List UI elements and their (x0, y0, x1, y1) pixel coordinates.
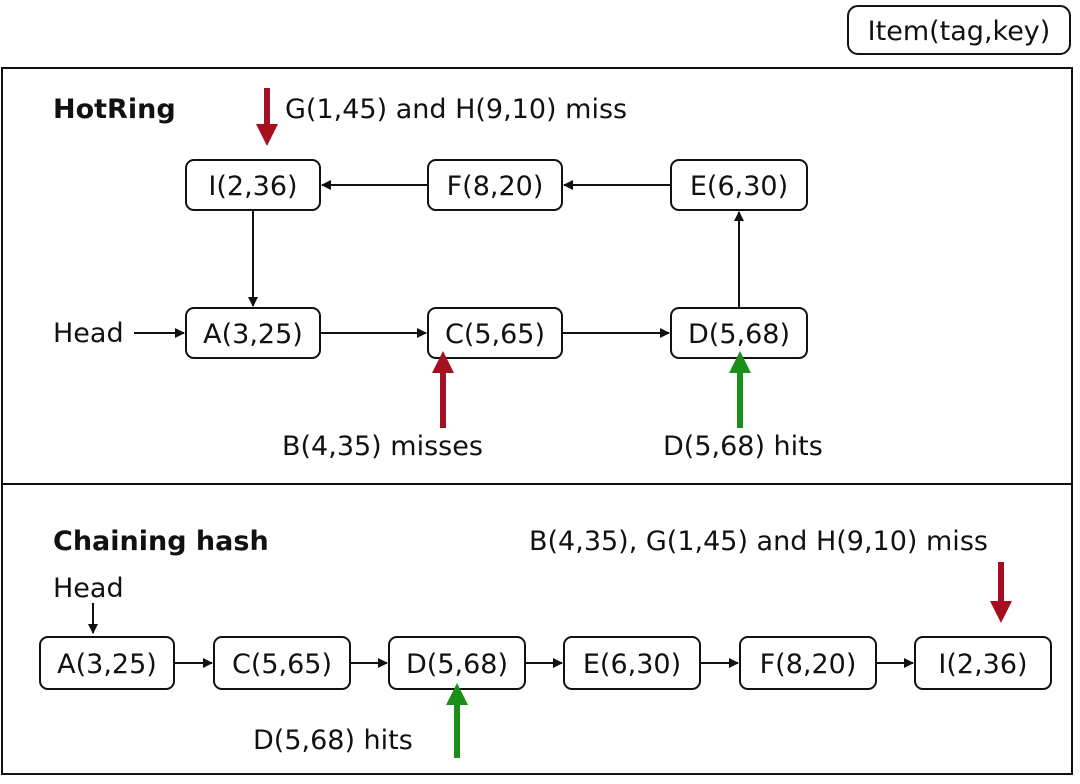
hotring-d-hit-note: D(5,68) hits (663, 431, 823, 462)
chaining-miss-note: B(4,35), G(1,45) and H(9,10) miss (529, 526, 988, 557)
hotring-node-d-label: D(5,68) (688, 319, 790, 350)
hotring-node-a: A(3,25) (185, 307, 321, 359)
hotring-node-e: E(6,30) (670, 159, 808, 211)
chaining-node-0-label: A(3,25) (57, 649, 157, 680)
hotring-panel (1, 67, 1073, 485)
chaining-node-0: A(3,25) (39, 636, 175, 690)
hotring-node-f-label: F(8,20) (447, 171, 544, 202)
chaining-node-4-label: F(8,20) (760, 649, 857, 680)
chaining-node-3: E(6,30) (563, 636, 701, 690)
hotring-node-c-label: C(5,65) (445, 319, 545, 350)
chaining-node-5-label: I(2,36) (938, 649, 1027, 680)
legend: Item(tag,key) (847, 5, 1071, 55)
chaining-node-3-label: E(6,30) (583, 649, 681, 680)
chaining-node-2: D(5,68) (388, 636, 526, 690)
hotring-node-i-label: I(2,36) (208, 171, 297, 202)
chaining-node-1-label: C(5,65) (232, 649, 332, 680)
chaining-title: Chaining hash (53, 526, 269, 557)
chaining-node-5: I(2,36) (914, 636, 1052, 690)
hotring-head-label: Head (53, 318, 124, 349)
chaining-panel (1, 483, 1073, 775)
hotring-node-f: F(8,20) (427, 159, 563, 211)
hotring-node-i: I(2,36) (185, 159, 321, 211)
hotring-node-a-label: A(3,25) (203, 319, 303, 350)
hotring-top-miss-note: G(1,45) and H(9,10) miss (285, 94, 627, 125)
chaining-node-4: F(8,20) (739, 636, 877, 690)
hotring-node-e-label: E(6,30) (690, 171, 788, 202)
chaining-head-label: Head (53, 573, 124, 604)
hotring-node-d: D(5,68) (670, 307, 808, 359)
hotring-node-c: C(5,65) (427, 307, 563, 359)
chaining-node-1: C(5,65) (213, 636, 351, 690)
hotring-title: HotRing (53, 94, 176, 125)
chaining-node-2-label: D(5,68) (406, 649, 508, 680)
chaining-hit-note: D(5,68) hits (253, 725, 413, 756)
legend-box (847, 5, 1071, 55)
legend-label: Item(tag,key) (868, 16, 1051, 47)
hotring-b-miss-note: B(4,35) misses (282, 431, 483, 462)
